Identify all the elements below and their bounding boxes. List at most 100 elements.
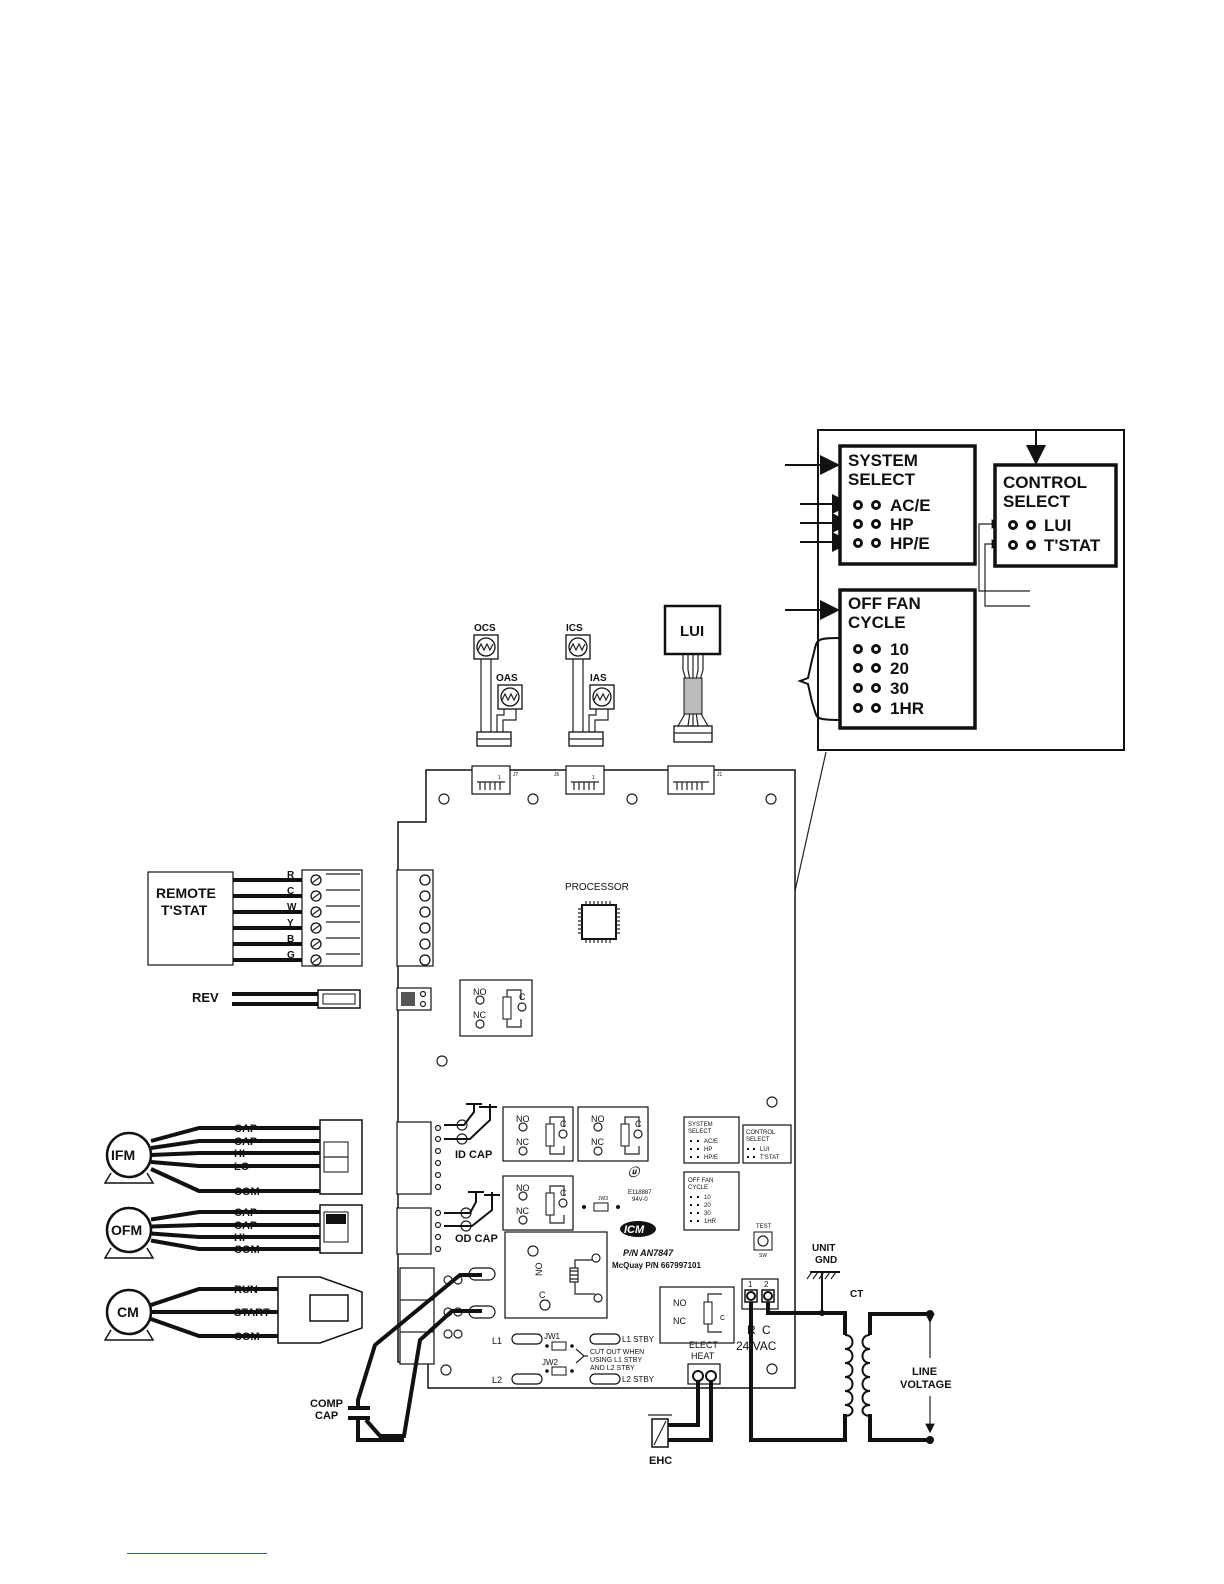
power-relay-c: C	[720, 1315, 725, 1322]
lui-plug	[673, 725, 713, 743]
jumper-note-2: USING L1 STBY	[590, 1357, 642, 1364]
relay-no-label: NO	[516, 1183, 530, 1193]
ct-label: CT	[850, 1289, 863, 1300]
terminal-1-label: 1	[748, 1280, 753, 1289]
elect-heat-terminal: ELECT HEAT	[687, 1340, 721, 1385]
cm-wire-label: START	[234, 1307, 270, 1319]
ifm-connector	[319, 1119, 442, 1195]
ofm-wire-label: COM	[234, 1244, 260, 1256]
od-cap-label: OD CAP	[455, 1233, 498, 1245]
lui-label: LUI	[680, 623, 704, 640]
elect-heat-label-2: HEAT	[691, 1351, 715, 1361]
board-tstat-pin	[419, 874, 431, 886]
mini-control-select: CONTROL SELECT LUI T'STAT	[742, 1124, 792, 1164]
ofm-wire-2	[150, 1231, 320, 1239]
processor-label: PROCESSOR	[565, 882, 629, 893]
ofm-wire-label: CAP	[234, 1220, 257, 1232]
ifm-wire-0	[150, 1126, 320, 1143]
fan-option-1hr: 1HR	[890, 699, 924, 718]
board-tstat-pin	[419, 906, 431, 918]
elect-heat-label-1: ELECT	[689, 1340, 719, 1350]
unit-gnd-label-2: GND	[815, 1255, 837, 1266]
tstat-terminal-r: R	[287, 870, 295, 881]
comp-relay-c: C	[539, 1290, 546, 1300]
ofm-wire-0	[150, 1210, 320, 1222]
tstat-terminal-w: W	[287, 902, 297, 913]
ofm-wire-label: HI	[234, 1232, 245, 1244]
arrow-tstat	[984, 539, 1030, 607]
ifm-wire-label: LO	[234, 1161, 250, 1173]
mini-fan-30: 30	[704, 1211, 711, 1217]
mini-fan-t2: CYCLE	[688, 1185, 708, 1191]
ul-logo: ⓤ	[628, 1166, 641, 1179]
comp-relay-no: NO	[534, 1263, 544, 1277]
ofm-wire-3	[150, 1238, 320, 1251]
mini-off-fan-cycle: OFF FAN CYCLE 10 20 30 1HR	[683, 1171, 740, 1231]
control-select-box: CONTROL SELECT LUI T'STAT	[993, 463, 1118, 568]
line-voltage-label-2: VOLTAGE	[900, 1379, 952, 1391]
relay-nc-label: NC	[473, 1010, 486, 1020]
fan-option-30: 30	[890, 679, 909, 698]
j7-label: J7	[513, 772, 519, 778]
cm-label: CM	[117, 1304, 139, 1320]
jw3-jumper: JW3	[582, 1196, 620, 1212]
relay-c-label: C	[519, 992, 526, 1002]
off-fan-title-2: CYCLE	[848, 613, 906, 632]
relay-1: NO NC C	[459, 979, 533, 1037]
ofm-connector	[319, 1204, 442, 1255]
l2-label: L2	[492, 1375, 502, 1385]
tstat-terminal-block	[301, 869, 434, 967]
control-option-tstat: T'STAT	[1044, 536, 1101, 555]
footer-link-underline[interactable]	[127, 1553, 267, 1554]
relay-no-label: NO	[591, 1114, 605, 1124]
control-option-lui: LUI	[1044, 516, 1071, 535]
cm-wire-label: RUN	[234, 1284, 258, 1296]
off-fan-title-1: OFF FAN	[848, 594, 921, 613]
ifm-wire-2	[150, 1151, 320, 1157]
mini-system-ace: AC/E	[704, 1139, 718, 1145]
mini-fan-20: 20	[704, 1203, 711, 1209]
system-select-title-2: SELECT	[848, 470, 916, 489]
ifm-wire-4	[150, 1167, 320, 1193]
part-number: P/N AN7847	[623, 1248, 674, 1258]
svg-text:ICM: ICM	[624, 1224, 645, 1236]
rev-wiring: REV	[192, 990, 318, 1006]
mini-fan-1hr: 1HR	[704, 1219, 717, 1225]
system-select-box: SYSTEM SELECT AC/E HP HP/E	[838, 444, 977, 566]
ifm-wire-label: COM	[234, 1186, 260, 1198]
terminal-2-label: 2	[764, 1280, 769, 1289]
relay-no-label: NO	[473, 987, 487, 997]
test-button[interactable]: TEST SW	[753, 1224, 773, 1259]
jw1-label: JW1	[544, 1332, 561, 1341]
ehc-heater: EHC	[648, 1381, 713, 1467]
jw3-label: JW3	[598, 1196, 608, 1202]
tstat-terminal-c: C	[287, 886, 294, 897]
mini-system-hp: HP	[704, 1147, 712, 1153]
icm-logo: ICM	[620, 1221, 656, 1237]
control-select-title-2: SELECT	[1003, 492, 1071, 511]
control-board: J7 1 J6 1 J1 PROCESSOR	[301, 765, 796, 1389]
mini-control-t2: SELECT	[746, 1137, 770, 1143]
ifm-wire-label: CAP	[234, 1123, 257, 1135]
mcquay-part-number: McQuay P/N 667997101	[612, 1261, 701, 1270]
id-cap-label: ID CAP	[455, 1149, 492, 1161]
ul-rating: 94V-0	[632, 1197, 648, 1203]
ifm-motor-body	[105, 1131, 153, 1179]
system-option-ace: AC/E	[890, 496, 931, 515]
off-fan-cycle-box: OFF FAN CYCLE 10 20 30 1HR	[838, 588, 977, 730]
mini-system-t1: SYSTEM	[688, 1122, 713, 1128]
compressor-relay: NO C	[504, 1231, 608, 1319]
tstat-terminal-y: Y	[287, 918, 294, 929]
arrow-lui	[978, 519, 1030, 592]
comp-cap-label-2: CAP	[315, 1410, 338, 1422]
indoor-sensors: ICS IAS	[565, 623, 615, 747]
relay-nc-label: NC	[591, 1137, 604, 1147]
cm-wire-0	[150, 1287, 278, 1307]
rev-label: REV	[192, 990, 219, 1005]
comp-cap-label-1: COMP	[310, 1398, 343, 1410]
